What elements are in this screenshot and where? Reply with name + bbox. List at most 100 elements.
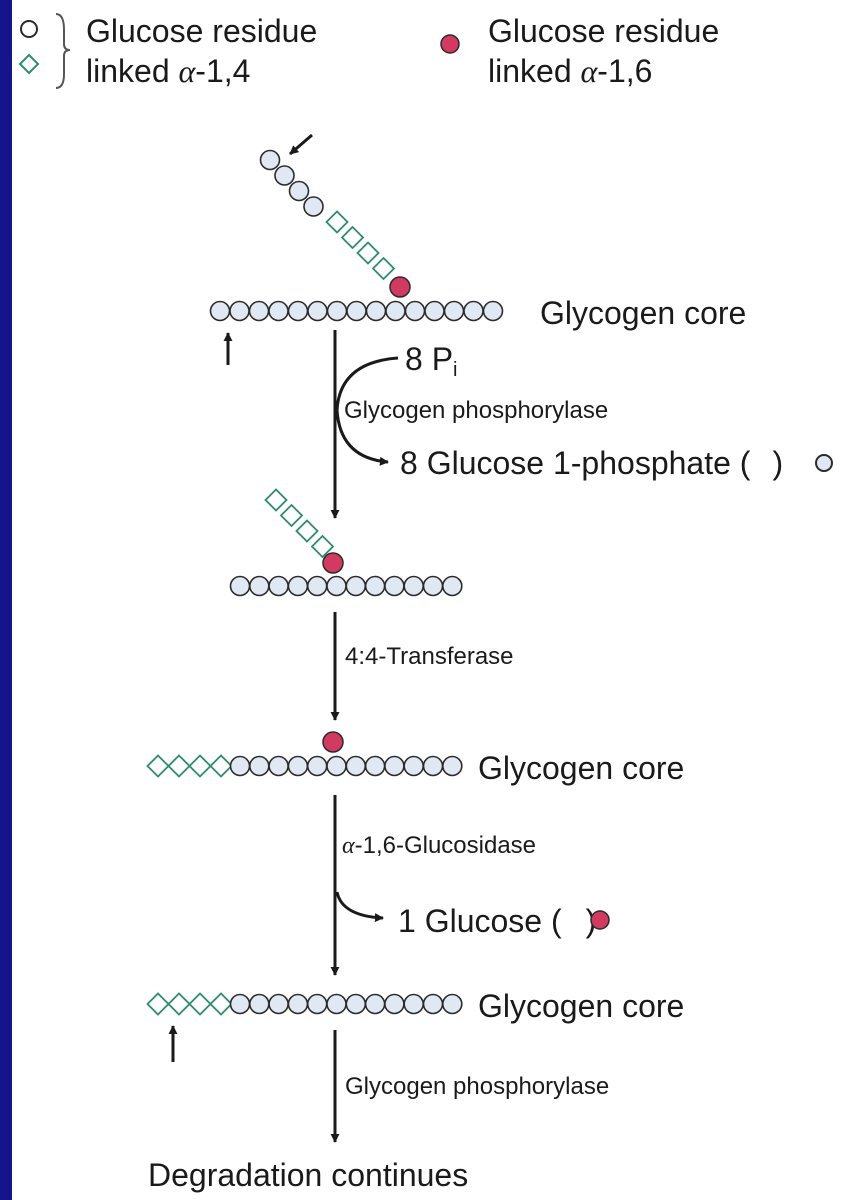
glycogen-core-label-3: Glycogen core (478, 988, 684, 1024)
alpha14-residue (264, 488, 288, 512)
alpha14-residue (340, 225, 365, 250)
glucose-residue (422, 755, 444, 777)
glucose-residue (306, 575, 328, 597)
step-transferase: 4:4-Transferase (330, 612, 514, 721)
glycogen-core-label-2: Glycogen core (478, 750, 684, 786)
pi-input-curve (335, 356, 399, 466)
glucose-residue (248, 755, 270, 777)
stage-2-limit-branch (229, 488, 463, 597)
glucose-residue (288, 180, 310, 202)
alpha14-residue (167, 754, 191, 778)
alpha14-residue (188, 754, 212, 778)
glucose-residue (463, 300, 484, 322)
legend-alpha16-line1: Glucose residue (488, 13, 719, 49)
enzyme-glucosidase-label: α-1,6-Glucosidase (342, 832, 536, 859)
glucose-residue (364, 575, 386, 597)
alpha14-residue (146, 992, 170, 1016)
glucose-residue (287, 993, 309, 1015)
glucose-residue (268, 575, 289, 597)
transferred-diamonds (146, 754, 233, 778)
branch-point-residue-2 (322, 552, 344, 574)
glucose-residue (306, 993, 328, 1015)
glucose-residue (403, 993, 425, 1015)
legend-branch-dot-icon (440, 34, 460, 54)
glucose-residue (248, 575, 270, 597)
glucose-residue (403, 575, 425, 597)
enzyme-phosphorylase-label-1: Glycogen phosphorylase (344, 397, 608, 424)
glucose-residue (268, 300, 289, 322)
glucose-residue (384, 755, 405, 777)
legend-alpha14-line2: linked α-1,4 (86, 53, 250, 89)
glucose-residue (229, 575, 251, 597)
branch-point-residue-3 (322, 731, 344, 753)
product-g1p-label: 8 Glucose 1-phosphate () (400, 445, 783, 481)
glucose-residue (326, 993, 347, 1015)
glucose-residue (441, 993, 463, 1015)
glucose-residue (303, 196, 324, 217)
glucose-residue (326, 575, 347, 597)
enzyme-transferase-label: 4:4-Transferase (345, 643, 514, 670)
glucose-residue (403, 755, 425, 777)
alpha14-residue (325, 210, 349, 234)
stage-4-linear: Glycogen core (146, 988, 684, 1062)
alpha14-residue (188, 992, 212, 1016)
alpha14-residue (279, 503, 304, 528)
product-glucose-label: 1 Glucose () (398, 903, 596, 939)
glucose-residue (482, 300, 504, 322)
glucose-residue (268, 993, 289, 1015)
legend-alpha14-line1: Glucose residue (86, 13, 317, 49)
pi-label: 8 Pi (405, 341, 457, 381)
alpha14-residue (209, 992, 233, 1016)
glucose-residue (209, 300, 231, 322)
alpha14-residue (146, 754, 170, 778)
glucose-residue (384, 575, 405, 597)
glycogen-core-chain-4 (229, 993, 463, 1015)
glucose-residue (229, 300, 250, 322)
alpha14-residue (356, 241, 380, 265)
glucose-residue (346, 300, 367, 322)
legend-alpha16-line2: linked α-1,6 (488, 53, 652, 89)
glucose-residue (259, 149, 281, 171)
glycogen-core-chain-1 (209, 300, 504, 322)
glucose-residue (307, 300, 328, 322)
glucose-residue (365, 300, 387, 322)
legend-circle-icon (20, 20, 38, 38)
alpha14-residue (310, 534, 335, 559)
glucose-residue (422, 993, 444, 1015)
glucose-residue (248, 993, 270, 1015)
glucose-residue (287, 755, 309, 777)
glucose-residue (248, 300, 270, 322)
glucose-residue (441, 755, 463, 777)
glycogen-core-chain-2 (229, 575, 463, 597)
glucose-release-curve (335, 891, 384, 923)
glycogen-core-label-1: Glycogen core (540, 295, 746, 331)
glucose-residue (443, 300, 465, 322)
glucose-residue (364, 755, 386, 777)
stage-1-branch: Glycogen core (209, 133, 746, 365)
nonreducing-end-arrow (289, 133, 313, 156)
glucose-residue (364, 993, 386, 1015)
branch-point-residue (389, 276, 411, 298)
glucose-residue (229, 755, 251, 777)
step-phosphorylase: 8 Pi Glycogen phosphorylase 8 Glucose 1-… (330, 330, 833, 519)
legend: Glucose residue linked α-1,4 Glucose res… (18, 13, 719, 89)
glucose-residue (229, 993, 251, 1015)
alpha14-residue (295, 519, 319, 543)
glucose-residue (422, 575, 444, 597)
alpha14-residue (167, 992, 191, 1016)
glucose-residue (345, 993, 367, 1015)
outer-branch-circles (259, 149, 324, 217)
step-glucosidase: α-1,6-Glucosidase 1 Glucose () (330, 795, 610, 976)
product-g1p-circle-icon (815, 454, 833, 472)
glucose-residue (385, 300, 406, 322)
product-glucose-dot-icon (590, 910, 610, 930)
enzyme-phosphorylase-label-2: Glycogen phosphorylase (345, 1073, 609, 1100)
glucose-residue (345, 755, 367, 777)
glucose-residue (287, 575, 309, 597)
glucose-residue (274, 165, 295, 186)
glycogen-core-chain-3 (229, 755, 463, 777)
glucose-residue (404, 300, 426, 322)
left-edge-bar (0, 0, 12, 1200)
stage-3-transferred: Glycogen core (146, 731, 684, 786)
outer-branch-diamonds (325, 210, 396, 281)
